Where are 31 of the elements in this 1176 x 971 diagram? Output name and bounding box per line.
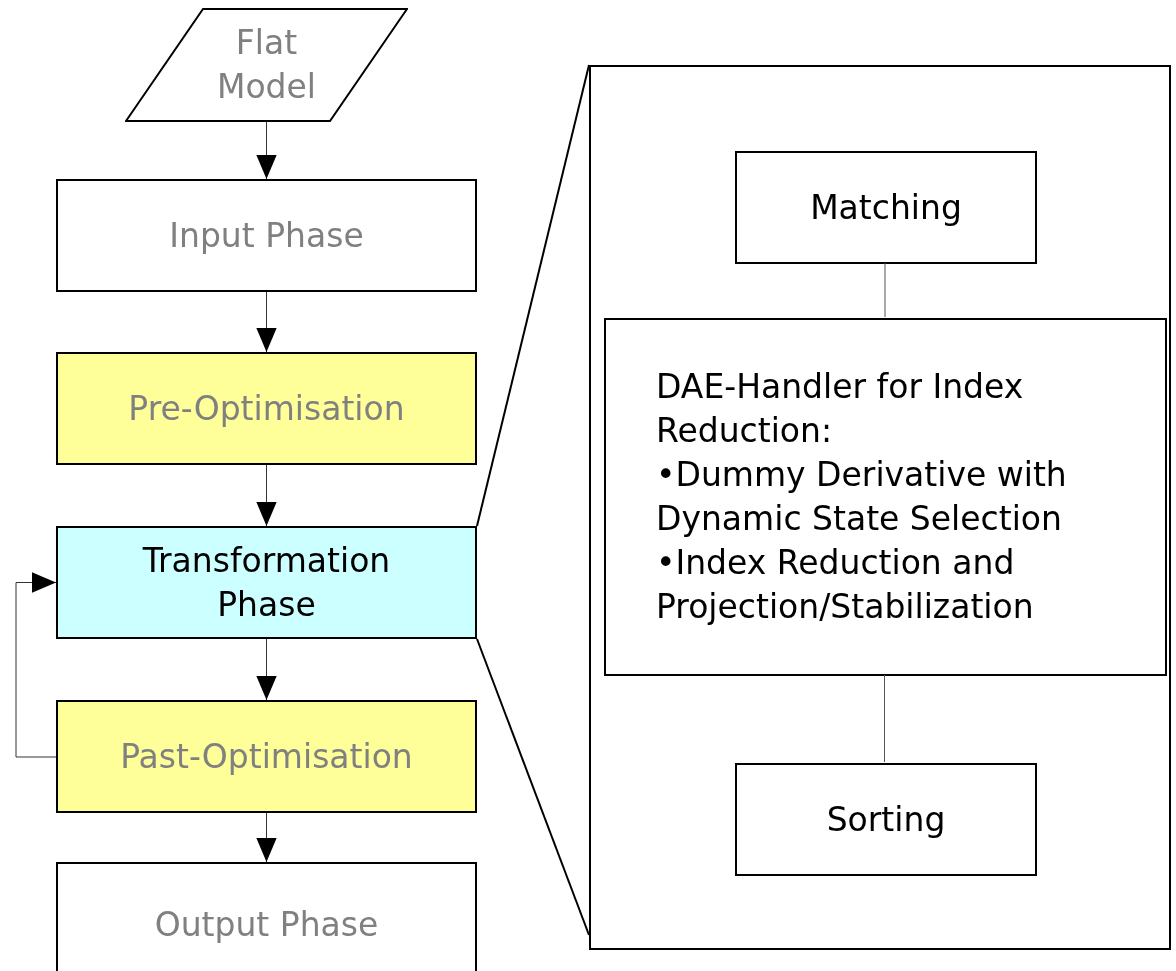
process-box [604,318,1167,676]
process-box [56,700,477,813]
process-box [56,526,477,639]
arrow [256,121,277,180]
box-heading: DAE-Handler for Index Reduction: [656,366,1025,452]
connector-line [476,64,590,527]
process-box [56,179,477,292]
arrow [256,638,277,701]
connector-line [476,638,590,936]
box-label: Pre-Optimisation [128,387,405,430]
bullet-item: •Index Reduction and Projection/Stabilization [656,542,1035,628]
box-label: Input Phase [169,214,364,257]
process-box [735,763,1037,876]
arrow [256,812,277,863]
arrow [15,572,57,758]
bullet-item: •Dummy Derivative with Dynamic State Selection [656,454,1068,540]
detail-panel [589,65,1171,950]
data-parallelogram [125,8,408,122]
process-box [56,352,477,465]
arrow [256,291,277,353]
box-label: Matching [810,186,962,229]
connector-line [884,674,885,763]
box-label: Flat Model [215,22,318,108]
arrow [256,464,277,527]
connector-line [884,262,886,318]
box-label: Past-Optimisation [120,735,413,778]
box-label: Output Phase [154,903,379,946]
process-box [735,151,1037,264]
box-label: Transformation Phase [141,539,392,626]
process-box [56,862,477,971]
box-label: Sorting [826,798,946,841]
